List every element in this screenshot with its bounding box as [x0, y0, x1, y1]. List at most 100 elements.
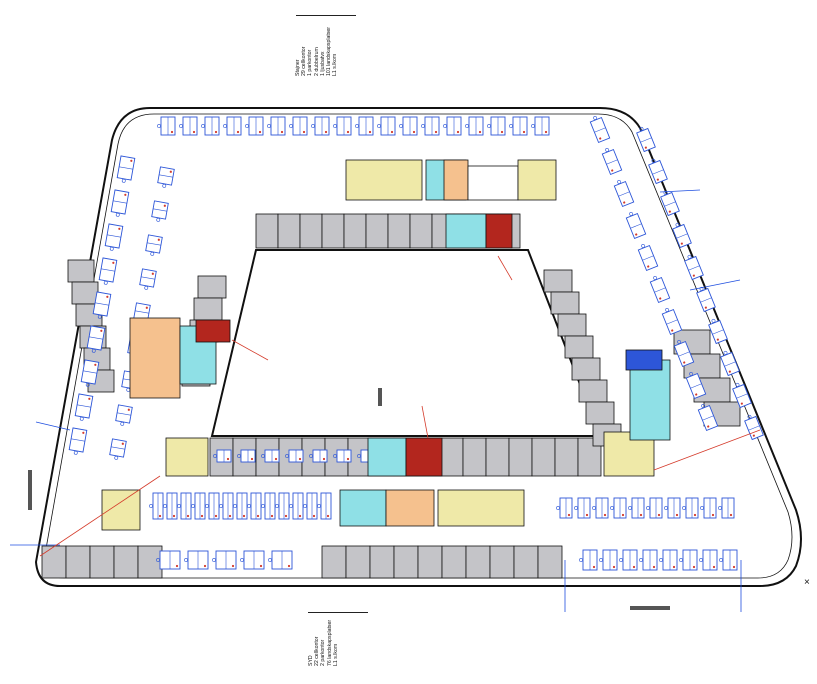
- chair: [487, 124, 491, 128]
- marker: [172, 514, 176, 518]
- desk-divider: [630, 223, 642, 229]
- marker: [274, 457, 278, 461]
- office-cell: [441, 545, 467, 579]
- desk-cluster: [744, 414, 764, 441]
- desk-divider: [111, 446, 125, 450]
- desk-divider: [690, 383, 702, 389]
- chair: [156, 217, 161, 222]
- desk-cluster: [333, 116, 352, 136]
- desk-cluster: [115, 404, 133, 426]
- desk-divider: [107, 234, 121, 238]
- desk-divider: [676, 233, 688, 239]
- chair: [700, 506, 704, 510]
- office-cell: [193, 297, 223, 321]
- desk-cluster: [74, 393, 94, 421]
- marker: [82, 431, 85, 434]
- marker: [170, 130, 174, 134]
- desk-cluster: [718, 497, 735, 519]
- office-cell: [508, 437, 533, 477]
- marker: [544, 130, 548, 134]
- marker: [592, 565, 596, 569]
- shaft: [485, 213, 513, 249]
- marker: [192, 130, 196, 134]
- chair: [223, 124, 227, 128]
- marker: [242, 514, 246, 518]
- desk-cluster: [625, 212, 647, 240]
- chair: [333, 454, 337, 458]
- desk-cluster: [377, 116, 396, 136]
- chair: [646, 506, 650, 510]
- desk-cluster: [443, 116, 462, 136]
- desk-cluster: [80, 359, 100, 387]
- chair: [311, 124, 315, 128]
- marker: [324, 130, 328, 134]
- marker: [214, 514, 218, 518]
- marker: [157, 238, 160, 241]
- desk-divider: [664, 201, 676, 207]
- marker: [657, 513, 661, 517]
- desk-divider: [95, 302, 109, 306]
- desk-cluster: [247, 492, 262, 520]
- desk-cluster: [157, 166, 175, 188]
- chair: [247, 504, 251, 508]
- marker: [675, 513, 679, 517]
- desk-divider: [117, 412, 131, 416]
- office-cell: [393, 545, 419, 579]
- desk-divider: [83, 370, 97, 374]
- desk-cluster: [579, 549, 598, 571]
- chair: [309, 454, 313, 458]
- marker: [611, 169, 614, 172]
- chair: [675, 222, 680, 227]
- legend-north-line: L1 s.lkom: [332, 53, 339, 76]
- desk-divider: [594, 127, 606, 133]
- desk-cluster: [592, 497, 609, 519]
- x-mark-icon: ×: [804, 577, 810, 588]
- desk-cluster: [261, 492, 276, 520]
- desk-cluster: [245, 116, 264, 136]
- desk-cluster: [682, 497, 699, 519]
- desk-divider: [89, 336, 103, 340]
- desk-cluster: [699, 549, 718, 571]
- desk-divider: [654, 287, 666, 293]
- desk-cluster: [589, 116, 611, 144]
- marker: [672, 565, 676, 569]
- desk-divider: [688, 265, 700, 271]
- marker: [680, 242, 683, 245]
- desk-cluster: [719, 549, 738, 571]
- marker: [214, 130, 218, 134]
- office-cell: [571, 357, 601, 381]
- door-panel: [625, 349, 663, 371]
- office-cell: [513, 545, 539, 579]
- marker: [647, 265, 650, 268]
- office-cell: [465, 545, 491, 579]
- desk-cluster: [98, 257, 118, 285]
- chair: [240, 558, 244, 562]
- chair: [531, 124, 535, 128]
- desk-divider: [101, 268, 115, 272]
- desk-divider: [618, 191, 630, 197]
- marker: [94, 363, 97, 366]
- legend-north-bracket: [296, 15, 356, 16]
- office-cell: [345, 545, 371, 579]
- chair: [261, 454, 265, 458]
- desk-cluster: [696, 286, 716, 313]
- marker: [729, 513, 733, 517]
- marker: [683, 361, 686, 364]
- desk-cluster: [684, 254, 704, 281]
- route-line: [497, 255, 513, 281]
- marker: [478, 130, 482, 134]
- office-cell: [137, 545, 163, 579]
- desk-cluster: [487, 116, 506, 136]
- office-cell: [67, 259, 95, 283]
- chair: [205, 504, 209, 508]
- desk-cluster: [177, 492, 192, 520]
- desk-cluster: [601, 148, 623, 176]
- chair: [317, 504, 321, 508]
- stair-core: [443, 159, 469, 201]
- office-cell: [485, 437, 510, 477]
- chair: [687, 254, 692, 259]
- axis-line: [35, 421, 71, 431]
- chair: [120, 421, 125, 426]
- office-cell: [577, 437, 602, 477]
